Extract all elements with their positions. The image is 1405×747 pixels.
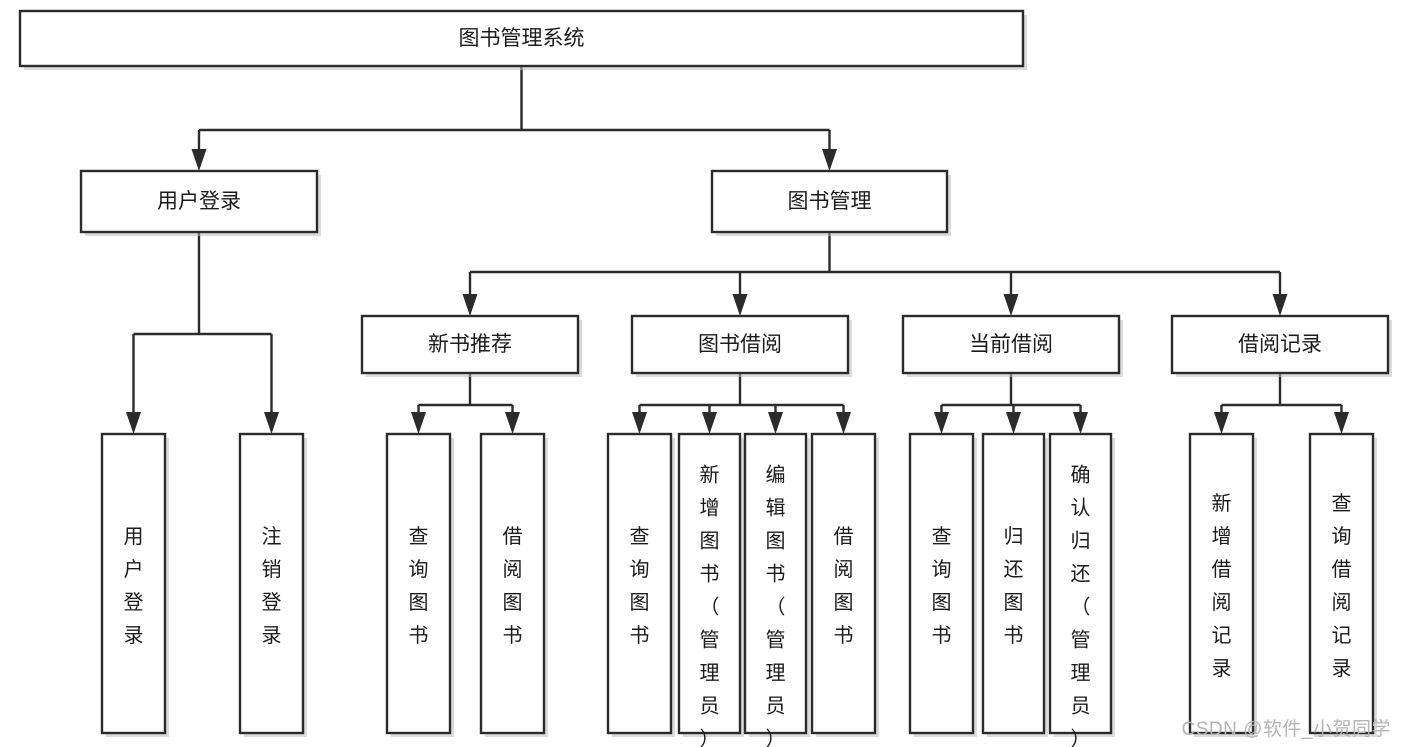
arrow-head-icon [1214, 412, 1229, 434]
node-box[interactable] [79, 169, 319, 234]
node-box[interactable] [1308, 432, 1375, 735]
watermark: CSDN @软件_小贺同学 [1181, 719, 1391, 740]
node-label: 注销登录 [262, 525, 282, 647]
arrow-head-icon [1073, 412, 1088, 434]
node-label: 新书推荐 [428, 333, 512, 356]
node-label: 图书管理系统 [459, 27, 585, 50]
node-borrow-record[interactable]: 借阅记录 [1170, 314, 1392, 377]
node-box[interactable] [1048, 432, 1113, 735]
node-box[interactable] [810, 432, 877, 735]
node-leaf-borrow-book-1[interactable]: 借阅图书 [479, 432, 548, 737]
connector-group [934, 373, 1088, 434]
arrow-head-icon [702, 412, 717, 434]
node-leaf-query-book-2[interactable]: 查询图书 [606, 432, 675, 737]
node-leaf-query-book-1[interactable]: 查询图书 [385, 432, 454, 737]
node-label: 用户登录 [124, 526, 144, 647]
node-label: 借阅图书 [834, 525, 854, 647]
node-box[interactable] [1188, 432, 1255, 735]
arrow-head-icon [822, 149, 837, 171]
node-root[interactable]: 图书管理系统 [18, 9, 1027, 70]
node-book-manage[interactable]: 图书管理 [710, 169, 951, 236]
connector-group [1214, 373, 1349, 434]
node-label: 查询借阅记录 [1332, 492, 1352, 680]
node-box[interactable] [479, 432, 546, 735]
node-book-borrow[interactable]: 图书借阅 [630, 314, 852, 377]
connector-group [411, 373, 520, 434]
node-leaf-borrow-book-2[interactable]: 借阅图书 [810, 432, 879, 737]
node-label: 图书借阅 [698, 333, 782, 356]
node-box[interactable] [100, 432, 167, 735]
node-layer: 图书管理系统用户登录图书管理新书推荐图书借阅当前借阅借阅记录用户登录注销登录查询… [18, 9, 1392, 747]
connector-group [126, 232, 279, 434]
node-box[interactable] [606, 432, 673, 735]
connector-group [632, 373, 851, 434]
node-box[interactable] [981, 432, 1046, 735]
node-label: 查询图书 [409, 525, 429, 647]
node-leaf-user-login[interactable]: 用户登录 [100, 432, 169, 737]
node-user-login[interactable]: 用户登录 [79, 169, 321, 236]
arrow-head-icon [1334, 412, 1349, 434]
arrow-head-icon [264, 412, 279, 434]
node-box[interactable] [908, 432, 975, 735]
arrow-head-icon [191, 149, 207, 171]
node-leaf-edit-book[interactable]: 编辑图书（管理员） [743, 432, 810, 747]
connector-group [462, 232, 1288, 316]
arrow-head-icon [1003, 294, 1019, 316]
arrow-head-icon [505, 412, 520, 434]
node-leaf-query-book-3[interactable]: 查询图书 [908, 432, 977, 737]
arrow-head-icon [126, 412, 141, 434]
node-leaf-user-logout[interactable]: 注销登录 [238, 432, 307, 737]
node-box[interactable] [18, 9, 1025, 68]
node-new-book-recommend[interactable]: 新书推荐 [360, 314, 582, 377]
node-label: 借阅记录 [1238, 333, 1322, 356]
node-box[interactable] [385, 432, 452, 735]
arrow-head-icon [836, 412, 851, 434]
node-box[interactable] [677, 432, 742, 735]
node-label: 借阅图书 [503, 525, 523, 647]
node-box[interactable] [630, 314, 850, 375]
node-box[interactable] [1170, 314, 1390, 375]
node-leaf-add-record[interactable]: 新增借阅记录 [1188, 432, 1257, 737]
arrow-head-icon [1006, 412, 1021, 434]
node-box[interactable] [238, 432, 305, 735]
arrow-head-icon [462, 294, 478, 316]
node-label: 查询图书 [630, 525, 650, 647]
node-label: 用户登录 [157, 190, 241, 213]
arrow-head-icon [768, 412, 783, 434]
node-label: 当前借阅 [969, 333, 1053, 356]
arrow-head-icon [934, 412, 949, 434]
node-label: 图书管理 [788, 190, 872, 213]
node-label: 新增借阅记录 [1212, 492, 1232, 680]
node-box[interactable] [360, 314, 580, 375]
node-label: 查询图书 [932, 525, 952, 647]
node-label: 新增图书（管理员） [700, 464, 720, 747]
connector-group [191, 66, 837, 171]
node-leaf-return-book[interactable]: 归还图书 [981, 432, 1048, 737]
node-leaf-confirm-return[interactable]: 确认归还（管理员） [1048, 432, 1115, 747]
node-leaf-add-book[interactable]: 新增图书（管理员） [677, 432, 744, 747]
connector-layer [126, 66, 1349, 434]
node-box[interactable] [901, 314, 1121, 375]
node-label: 归还图书 [1004, 525, 1024, 647]
arrow-head-icon [411, 412, 426, 434]
arrow-head-icon [732, 294, 748, 316]
node-label: 编辑图书（管理员） [766, 464, 786, 747]
node-current-borrow[interactable]: 当前借阅 [901, 314, 1123, 377]
arrow-head-icon [1272, 294, 1288, 316]
node-box[interactable] [710, 169, 949, 234]
arrow-head-icon [632, 412, 647, 434]
node-box[interactable] [743, 432, 808, 735]
node-leaf-query-record[interactable]: 查询借阅记录 [1308, 432, 1377, 737]
node-label: 确认归还（管理员） [1071, 464, 1091, 747]
